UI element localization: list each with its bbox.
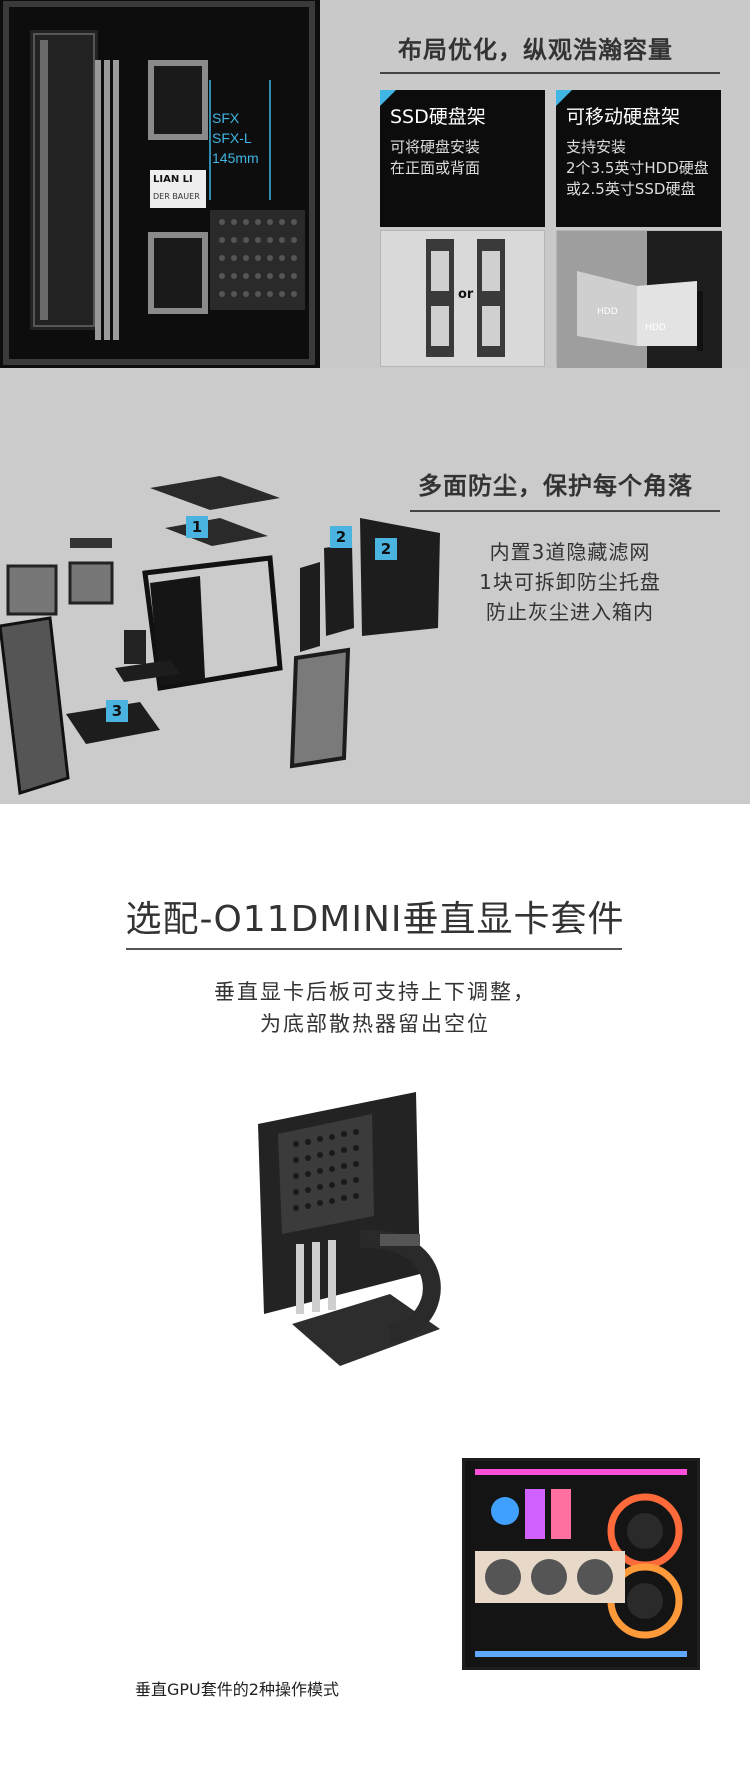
hdd-label-1: HDD	[597, 307, 618, 317]
dust-badge-2b: 2	[375, 538, 397, 560]
dust-title: 多面防尘，保护每个角落	[418, 472, 693, 500]
removable-drive-card: 可移动硬盘架 支持安装 2个3.5英寸HDD硬盘 或2.5英寸SSD硬盘	[556, 90, 721, 227]
accent-corner-icon	[380, 90, 396, 106]
case-interior-image: SFX SFX-L 145mm LIAN LI DER BAUER	[0, 0, 320, 368]
gpu-title-rule	[126, 948, 622, 950]
ssd-bracket-title: SSD硬盘架	[390, 106, 486, 128]
dust-badge-3: 3	[106, 700, 128, 722]
vertical-gpu-section: 选配-O11DMINI垂直显卡套件 垂直显卡后板可支持上下调整， 为底部散热器留…	[0, 804, 750, 1782]
brand-plate-2: DER BAUER	[153, 192, 200, 201]
gpu-installed-case-image	[462, 1458, 700, 1670]
ssd-bracket-card: SSD硬盘架 可将硬盘安装 在正面或背面	[380, 90, 545, 227]
dust-line-1: 内置3道隐藏滤网	[489, 540, 651, 564]
gpu-sub-line-1: 垂直显卡后板可支持上下调整，	[214, 980, 536, 1004]
sfx-label: SFX	[212, 110, 240, 126]
exploded-case-image: 1 2 2 3	[0, 368, 460, 804]
ssd-bracket-text: 可将硬盘安装 在正面或背面	[390, 138, 481, 177]
sfxl-label: SFX-L	[212, 130, 252, 146]
dust-line-3: 防止灰尘进入箱内	[486, 600, 654, 624]
storage-title-rule	[380, 72, 720, 74]
accent-corner-icon	[556, 90, 572, 106]
storage-section: SFX SFX-L 145mm LIAN LI DER BAUER 布局优化，纵…	[0, 0, 750, 368]
gpu-kit-title: 选配-O11DMINI垂直显卡套件	[125, 899, 625, 940]
hdd-label-2: HDD	[645, 323, 666, 333]
dust-filter-section: 1 2 2 3 多面防尘，保护每个角落 内置3道隐藏滤网 1块可拆卸防尘托盘 防…	[0, 368, 750, 804]
storage-title: 布局优化，纵观浩瀚容量	[398, 36, 673, 64]
length-label: 145mm	[212, 150, 259, 166]
brand-plate: LIAN LI	[153, 174, 193, 185]
ssd-bracket-thumbnail: or	[380, 230, 545, 367]
dust-line-2: 1块可拆卸防尘托盘	[479, 570, 661, 594]
or-label: or	[458, 287, 474, 302]
gpu-modes-caption: 垂直GPU套件的2种操作模式	[135, 1680, 339, 1699]
dust-badge-1: 1	[186, 516, 208, 538]
removable-drive-text: 支持安装 2个3.5英寸HDD硬盘 或2.5英寸SSD硬盘	[566, 138, 709, 198]
gpu-bracket-image	[240, 1084, 480, 1384]
removable-drive-title: 可移动硬盘架	[566, 106, 681, 128]
dust-title-rule	[410, 510, 720, 512]
dust-badge-2a: 2	[330, 526, 352, 548]
removable-drive-thumbnail: HDD HDD	[556, 230, 722, 368]
gpu-sub-line-2: 为底部散热器留出空位	[260, 1012, 490, 1036]
